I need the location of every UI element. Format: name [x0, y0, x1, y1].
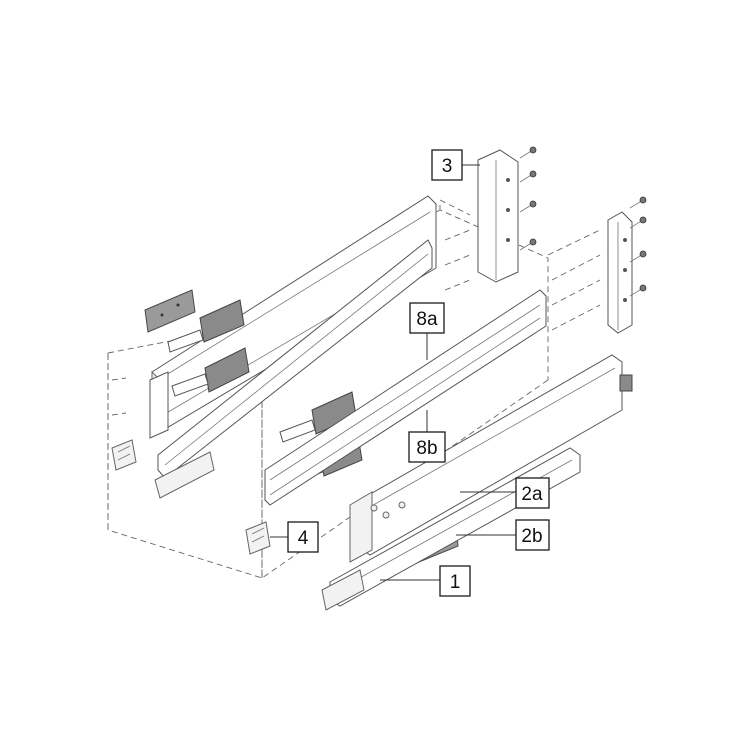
callout-8b: 8b: [408, 431, 446, 463]
callout-3: 3: [431, 149, 463, 181]
callout-3-label: 3: [442, 156, 453, 177]
callout-4: 4: [287, 521, 319, 553]
callout-1: 1: [439, 565, 471, 597]
callout-2b: 2b: [515, 519, 550, 551]
callout-2a-label: 2a: [521, 484, 543, 505]
screws: [519, 146, 647, 297]
screw: [629, 284, 647, 297]
mounting-clips-4: [111, 439, 271, 555]
screw: [629, 250, 647, 263]
screw: [519, 238, 537, 251]
upper-runner: [154, 239, 433, 499]
drawer-side-2a: [349, 354, 633, 563]
back-bracket-3: [477, 149, 519, 283]
callout-8a-label: 8a: [416, 309, 438, 330]
screw: [629, 216, 647, 229]
screw: [519, 170, 537, 183]
leader-lines: [270, 164, 516, 581]
callout-2b-label: 2b: [521, 526, 542, 547]
screw: [629, 196, 647, 209]
callout-1-label: 1: [450, 572, 461, 593]
screw: [519, 200, 537, 213]
back-bracket-right: [607, 211, 633, 334]
callout-2a: 2a: [515, 477, 550, 509]
callout-8b-label: 8b: [416, 438, 437, 459]
callout-4-label: 4: [298, 528, 309, 549]
callout-8a: 8a: [409, 302, 445, 334]
screw: [519, 146, 537, 159]
runner-8a: [264, 289, 547, 506]
damper-plate: [144, 289, 196, 333]
